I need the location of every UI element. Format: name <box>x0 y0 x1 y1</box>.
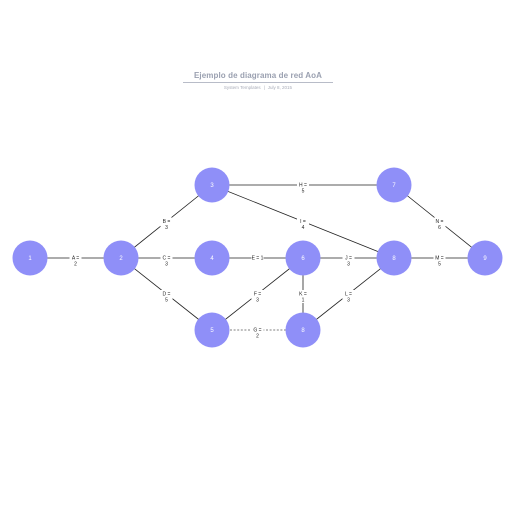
activity-label: G = <box>253 328 261 334</box>
activity-label: F = <box>254 292 261 298</box>
node-circle <box>194 167 230 203</box>
date-label: July 8, 2015 <box>267 85 293 90</box>
duration-label: 6 <box>438 225 441 231</box>
activity-label: C = <box>163 256 171 262</box>
node-label: 8 <box>392 256 396 262</box>
node-circle <box>376 167 412 203</box>
node-8[interactable]: 8 <box>376 240 412 276</box>
node-circle <box>285 240 321 276</box>
diagram-title: Ejemplo de diagrama de red AoA <box>193 71 323 80</box>
node-1[interactable]: 1 <box>12 240 48 276</box>
duration-label: 2 <box>256 334 259 340</box>
activity-label: N = <box>436 219 444 225</box>
node-circle <box>194 240 230 276</box>
edge-label-bg <box>433 254 446 267</box>
edge-label-bg <box>69 254 82 267</box>
activity-label: E = 1 <box>252 256 264 262</box>
duration-label: 3 <box>165 262 168 268</box>
edge-label-bg <box>160 217 173 231</box>
duration-label: 5 <box>302 189 305 195</box>
duration-label: 4 <box>302 225 305 231</box>
activity-label: D = <box>163 292 171 298</box>
node-9[interactable]: 9 <box>467 240 503 276</box>
node-circle <box>194 312 230 348</box>
node-label: 5 <box>210 328 214 334</box>
duration-label: 5 <box>438 262 441 268</box>
node-circle <box>103 240 139 276</box>
node-label: 1 <box>28 256 32 262</box>
edge-label-bg <box>433 217 446 231</box>
activity-label: I = <box>300 219 306 225</box>
node-circle <box>285 312 321 348</box>
activity-label: A = <box>72 256 79 262</box>
edge-label-bg <box>342 290 355 303</box>
duration-label: 3 <box>347 298 350 304</box>
node-label: 6 <box>301 256 305 262</box>
activity-label: H = <box>299 183 307 189</box>
edge-label-bg <box>160 254 173 267</box>
node-label: 7 <box>392 183 396 189</box>
node-7[interactable]: 7 <box>376 167 412 203</box>
edge-label-bg <box>342 254 355 267</box>
subtitle-separator: | <box>263 85 265 90</box>
activity-label: K = <box>299 292 307 298</box>
edge-label-bg <box>297 181 309 194</box>
node-label: 4 <box>210 256 214 262</box>
activity-label: J = <box>345 256 352 262</box>
edge-label-bg <box>251 290 264 303</box>
nodes: 1 2 3 4 5 6 7 8 9 8 <box>12 167 503 348</box>
title-divider <box>183 82 333 83</box>
node-2[interactable]: 2 <box>103 240 139 276</box>
edge-label-bg <box>297 290 309 303</box>
node-label: 3 <box>210 183 214 189</box>
activity-label: B = <box>163 219 171 225</box>
node-5[interactable]: 5 <box>194 312 230 348</box>
node-4[interactable]: 4 <box>194 240 230 276</box>
activity-label: L = <box>345 292 352 298</box>
node-circle <box>467 240 503 276</box>
node-10[interactable]: 8 <box>285 312 321 348</box>
edge-labels: A =2B =3C =3D =5E = 1F =3G =2H =5I =4J =… <box>69 181 446 340</box>
node-label: 8 <box>301 328 305 334</box>
title-block: Ejemplo de diagrama de red AoA System Te… <box>0 71 516 90</box>
diagram-subtitle: System Templates|July 8, 2015 <box>0 85 516 90</box>
duration-label: 5 <box>165 298 168 304</box>
activity-label: M = <box>435 256 444 262</box>
edge-label-bg <box>297 217 309 231</box>
node-label: 9 <box>483 256 487 262</box>
duration-label: 3 <box>165 225 168 231</box>
node-label: 2 <box>119 256 123 262</box>
duration-label: 1 <box>302 298 305 304</box>
duration-label: 3 <box>347 262 350 268</box>
edge-label-bg <box>251 326 264 339</box>
edge-label-bg <box>251 254 264 261</box>
node-circle <box>376 240 412 276</box>
duration-label: 3 <box>256 298 259 304</box>
node-circle <box>12 240 48 276</box>
node-6[interactable]: 6 <box>285 240 321 276</box>
edge-label-bg <box>160 290 173 303</box>
duration-label: 2 <box>74 262 77 268</box>
node-3[interactable]: 3 <box>194 167 230 203</box>
author-label: System Templates <box>223 85 261 90</box>
